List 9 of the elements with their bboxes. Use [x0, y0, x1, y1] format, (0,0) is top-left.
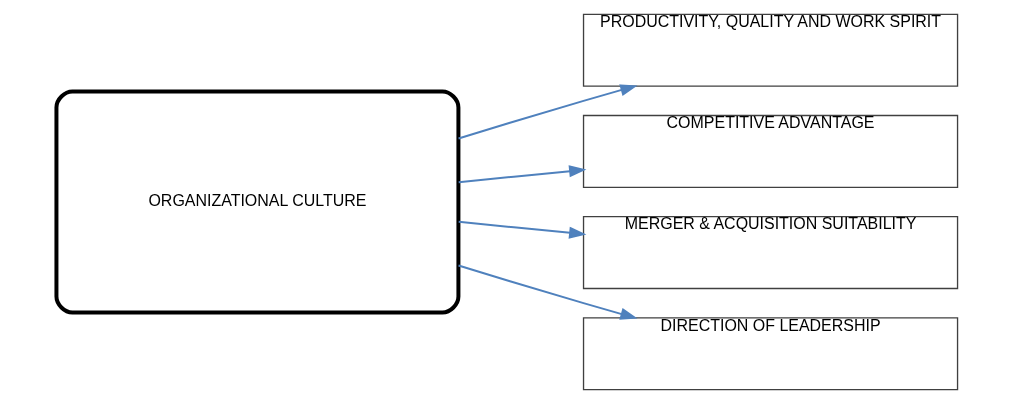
node-box: MERGER & ACQUISITION SUITABILITY: [582, 215, 959, 289]
arrow: [457, 164, 587, 183]
node-box: ORGANIZATIONAL CULTURE: [54, 89, 461, 314]
arrow: [457, 83, 638, 140]
node-box: PRODUCTIVITY, QUALITY AND WORK SPIRIT: [582, 13, 959, 87]
arrow: [457, 263, 638, 320]
node-box: DIRECTION OF LEADERSHIP: [582, 316, 959, 390]
node-box: COMPETITIVE ADVANTAGE: [582, 114, 959, 188]
arrow: [457, 220, 587, 239]
